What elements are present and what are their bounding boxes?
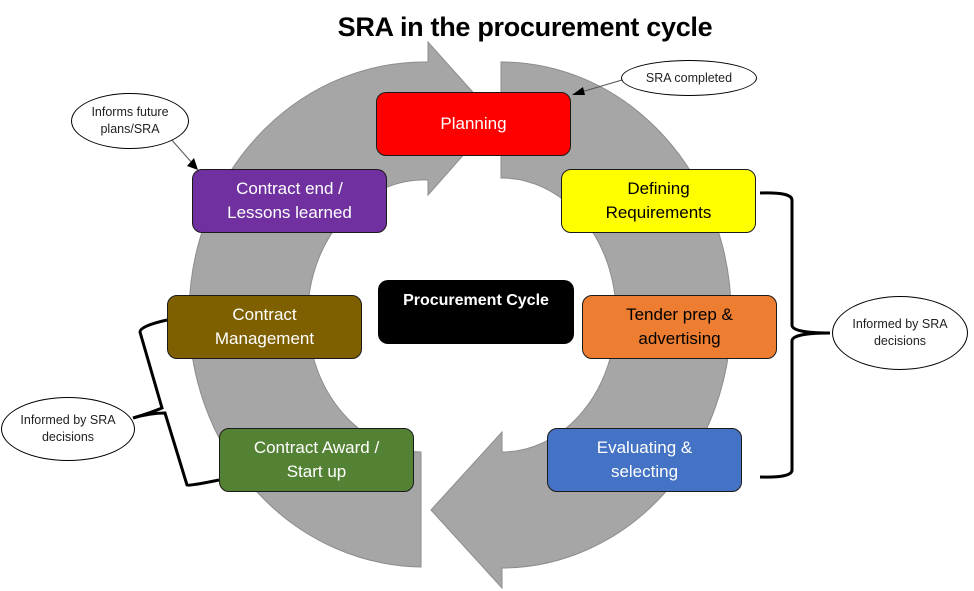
stage-label-line2: selecting [610, 462, 679, 481]
stage-label-line2: Start up [286, 462, 347, 481]
callout-informs-future: Informs future plans/SRA [71, 93, 189, 149]
stage-label-line1: Defining [627, 179, 690, 198]
stage-label-line1: Contract end / [236, 179, 343, 198]
informs-future-connector [169, 137, 194, 165]
stage-contract-award[interactable]: Contract Award / Start up [219, 428, 414, 492]
stage-defining-requirements[interactable]: Defining Requirements [561, 169, 756, 233]
informs-future-arrowhead [187, 158, 198, 170]
stage-contract-end[interactable]: Contract end / Lessons learned [192, 169, 387, 233]
callout-informed-left: Informed by SRA decisions [1, 397, 135, 461]
stage-contract-management[interactable]: Contract Management [167, 295, 362, 359]
stage-label-line1: Contract [232, 305, 297, 324]
stage-label-line2: advertising [638, 329, 721, 348]
callout-informed-right: Informed by SRA decisions [832, 296, 968, 370]
diagram-title: SRA in the procurement cycle [337, 12, 713, 42]
callout-text-line2: plans/SRA [100, 122, 160, 136]
callout-text-line1: Informed by SRA [20, 413, 116, 427]
callout-text: SRA completed [645, 70, 733, 85]
stage-label-line2: Requirements [605, 203, 712, 222]
callout-text-line2: decisions [873, 334, 927, 348]
left-bracket [132, 318, 220, 487]
stage-planning[interactable]: Planning [376, 92, 571, 156]
stage-label-line1: Contract Award / [253, 438, 380, 457]
right-bracket [759, 191, 831, 479]
sra-completed-connector [577, 79, 623, 94]
callout-text-line1: Informed by SRA [852, 317, 948, 331]
callout-text-line1: Informs future [91, 105, 169, 119]
callout-text-line2: decisions [41, 430, 95, 444]
sra-completed-arrowhead [572, 87, 585, 95]
stage-label-line2: Management [214, 329, 315, 348]
stage-label-line1: Evaluating & [596, 438, 693, 457]
procurement-cycle-center: Procurement Cycle [378, 280, 574, 344]
stage-label-line2: Lessons learned [227, 203, 352, 222]
stage-label-line1: Tender prep & [626, 305, 733, 324]
stage-evaluating[interactable]: Evaluating & selecting [547, 428, 742, 492]
callout-sra-completed: SRA completed [621, 60, 757, 96]
stage-label: Planning [440, 114, 507, 133]
stage-tender-prep[interactable]: Tender prep & advertising [582, 295, 777, 359]
